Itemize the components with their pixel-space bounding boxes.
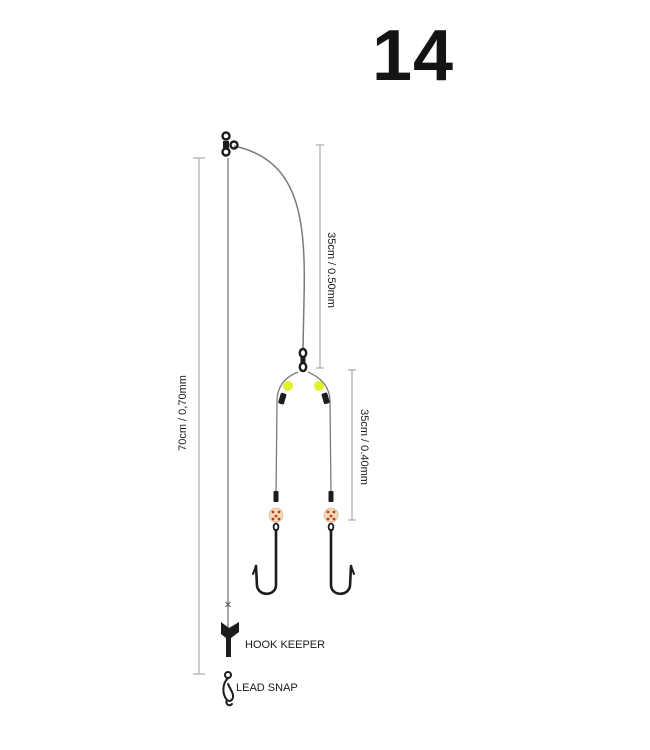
- right-stop-sleeve: [328, 491, 334, 502]
- main-line-dimension: [193, 157, 205, 675]
- left-hook-icon: [252, 522, 280, 596]
- hook-keeper-icon: [221, 601, 239, 657]
- right-hook-icon: [327, 522, 355, 596]
- left-snood-line: [275, 371, 299, 498]
- swivel-icon: [298, 347, 308, 373]
- upper-snood-dimension: [316, 144, 324, 369]
- rig-number: 14: [372, 16, 455, 96]
- left-float-bead: [268, 507, 284, 523]
- right-crimp-sleeve: [321, 392, 330, 405]
- lower-snood-dimension-label: 35cm / 0.40mm: [358, 409, 370, 485]
- hook-keeper-label: HOOK KEEPER: [245, 639, 325, 651]
- right-float-bead: [323, 507, 339, 523]
- three-way-swivel-icon: [221, 131, 239, 157]
- right-yellow-bead: [314, 381, 324, 391]
- left-yellow-bead: [283, 381, 293, 391]
- upper-snood-line: [233, 145, 306, 349]
- lower-snood-dimension: [348, 369, 356, 521]
- left-crimp-sleeve: [278, 392, 287, 405]
- lead-snap-label: LEAD SNAP: [236, 682, 298, 694]
- right-snood-line: [307, 371, 332, 498]
- main-line-dimension-label: 70cm / 0,70mm: [177, 375, 189, 451]
- upper-snood-dimension-label: 35cm / 0.50mm: [325, 232, 337, 308]
- left-stop-sleeve: [273, 491, 279, 502]
- lead-snap-icon: [222, 671, 235, 707]
